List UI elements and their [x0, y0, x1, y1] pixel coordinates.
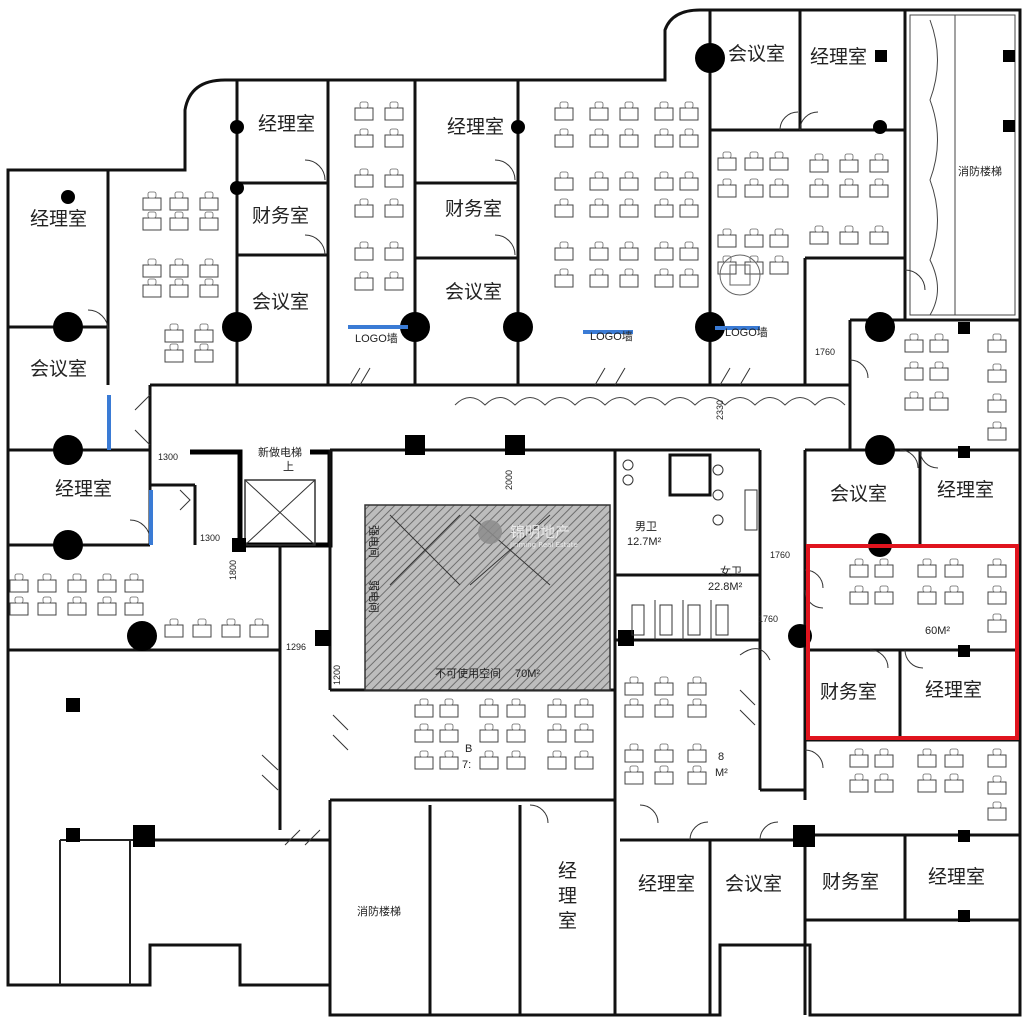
label-meeting-1: 会议室: [30, 358, 87, 380]
washroom-fixtures: [622, 254, 761, 640]
label-li: 理: [558, 886, 577, 907]
label-finance-4: 财务室: [822, 871, 879, 893]
doors: [87, 111, 939, 846]
label-manager-1: 经理室: [30, 208, 87, 230]
label-jing: 经: [558, 860, 577, 882]
label-b: B: [465, 743, 472, 755]
label-8: 8: [718, 751, 724, 763]
label-elevator-up: 上: [283, 460, 294, 473]
dim-2330: 2330: [715, 400, 725, 420]
label-manager-3: 经理室: [258, 113, 315, 135]
room-labels: 经理室 会议室 经理室 经理室 财务室 会议室 经理室 财务室 会议室 会议室 …: [30, 43, 1002, 932]
label-finance-3: 财务室: [820, 681, 877, 703]
label-womens-wc-area: 22.8M²: [708, 581, 743, 593]
label-finance-1: 财务室: [252, 205, 309, 227]
dim-1760-c: 1760: [758, 614, 778, 624]
label-manager-4: 经理室: [447, 116, 504, 138]
columns: [53, 43, 1015, 922]
label-meeting-6: 会议室: [725, 873, 782, 895]
label-manager-5: 经理室: [810, 46, 867, 68]
label-new-elevator: 新做电梯: [258, 445, 302, 459]
watermark-logo-icon: [478, 520, 502, 544]
ws-right-upper: [904, 333, 1007, 441]
ws-col-2: [354, 101, 404, 291]
dim-1760-b: 1760: [770, 550, 790, 560]
logo-walls: [107, 325, 760, 545]
label-womens-wc: 女卫: [720, 564, 742, 578]
label-manager-8: 经理室: [928, 866, 985, 888]
label-unusable-area: 70M²: [515, 668, 540, 680]
label-strong-elec: 强电间: [367, 525, 380, 558]
dimension-labels: 1760 1760 1760 2330 1300 1300 1800 1296 …: [158, 347, 835, 685]
label-finance-2: 财务室: [445, 198, 502, 220]
ws-right-highlight: [849, 558, 1007, 633]
label-fire-stair-2: 消防楼梯: [357, 904, 401, 918]
ws-center-right-lower: [624, 676, 707, 785]
dim-1800: 1800: [228, 560, 238, 580]
ws-col-4: [554, 101, 699, 288]
label-meeting-4: 会议室: [728, 43, 785, 65]
dim-1200: 1200: [332, 665, 342, 685]
dim-1760-a: 1760: [815, 347, 835, 357]
label-fire-stair-1: 消防楼梯: [958, 164, 1002, 178]
watermark-english: Jinming Real Estate: [509, 541, 578, 549]
label-meeting-3: 会议室: [445, 281, 502, 303]
label-manager-7: 经理室: [925, 679, 982, 701]
label-manager-9: 经理室: [638, 873, 695, 895]
ws-center-lower: [414, 698, 594, 770]
ws-right-lower: [849, 748, 1007, 821]
fire-stair-top: [909, 14, 1016, 316]
dim-1300-b: 1300: [200, 533, 220, 543]
ws-left-top: [142, 191, 219, 363]
dim-2000: 2000: [504, 470, 514, 490]
label-shi: 室: [558, 910, 577, 932]
label-manager-2: 经理室: [55, 478, 112, 500]
label-logo-3: LOGO墙: [725, 325, 768, 339]
watermark: 锦明地产 Jinming Real Estate: [478, 520, 578, 549]
dim-1300-a: 1300: [158, 452, 178, 462]
label-mens-wc: 男卫: [635, 521, 657, 533]
label-weak-elec: 弱电间: [367, 580, 380, 613]
label-logo-2: LOGO墙: [590, 329, 633, 343]
label-meeting-2: 会议室: [252, 291, 309, 313]
elevator-core: [244, 479, 611, 691]
label-manager-6: 经理室: [937, 479, 994, 501]
label-meeting-5: 会议室: [830, 483, 887, 505]
watermark-name: 锦明地产: [510, 523, 570, 541]
label-8-unit: M²: [715, 767, 728, 779]
label-logo-1: LOGO墙: [355, 331, 398, 345]
label-mens-wc-area: 12.7M²: [627, 536, 662, 548]
highlight-box: [806, 544, 1019, 740]
dim-1296: 1296: [286, 642, 306, 652]
label-unusable: 不可使用空间: [435, 666, 501, 680]
label-60m2: 60M²: [925, 625, 950, 637]
label-b-num: 7:: [462, 759, 471, 771]
